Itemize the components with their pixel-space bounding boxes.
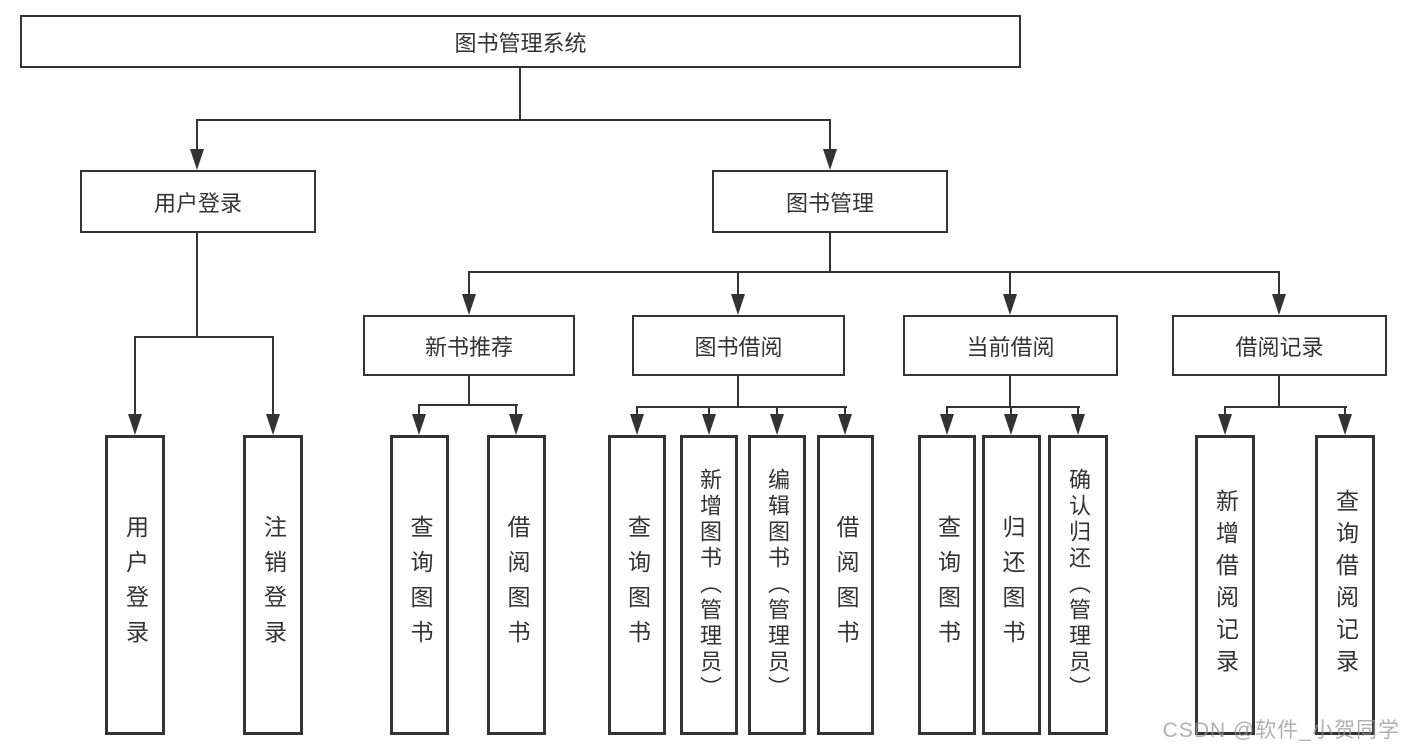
- leaf-add-borrow-record: 新增借阅记录: [1195, 435, 1255, 735]
- connector-stem: [1077, 406, 1079, 416]
- arrowhead-down-icon: [630, 414, 644, 435]
- arrowhead-down-icon: [1218, 414, 1232, 435]
- connector-stem: [844, 406, 846, 416]
- connector-vline: [1009, 374, 1011, 407]
- node-new-book-recommendation: 新书推荐: [363, 315, 575, 376]
- connector-hline: [1224, 406, 1347, 408]
- arrowhead-down-icon: [1003, 294, 1017, 315]
- connector-stem: [1224, 406, 1226, 416]
- connector-vline: [1278, 374, 1280, 407]
- leaf-query-books-current: 查询图书: [918, 435, 976, 735]
- leaf-label: 借阅图书: [833, 515, 859, 655]
- connector-stem: [636, 406, 638, 416]
- arrowhead-down-icon: [1338, 414, 1352, 435]
- connector-stem: [1344, 406, 1346, 416]
- leaf-label: 编辑图书（管理员）: [765, 468, 790, 702]
- connector-stem: [737, 271, 739, 296]
- connector-vline: [468, 374, 470, 405]
- connector-hline: [468, 271, 1280, 273]
- connector-hline: [134, 336, 274, 338]
- connector-stem: [946, 406, 948, 416]
- leaf-logout: 注销登录: [243, 435, 303, 735]
- connector-stem: [418, 404, 420, 416]
- connector-hline: [196, 119, 831, 121]
- connector-stem: [708, 406, 710, 416]
- leaf-label: 归还图书: [999, 515, 1025, 655]
- arrowhead-down-icon: [1004, 414, 1018, 435]
- arrowhead-down-icon: [128, 414, 142, 435]
- connector-stem: [468, 271, 470, 296]
- arrowhead-down-icon: [823, 149, 837, 170]
- node-label: 图书管理系统: [454, 30, 587, 56]
- node-label: 借阅记录: [1235, 334, 1324, 360]
- connector-vline: [519, 67, 521, 120]
- node-borrowing-records: 借阅记录: [1172, 315, 1387, 376]
- arrowhead-down-icon: [1272, 294, 1286, 315]
- node-book-management: 图书管理: [712, 170, 948, 233]
- leaf-user-login: 用户登录: [105, 435, 165, 735]
- connector-stem: [776, 406, 778, 416]
- node-label: 图书借阅: [694, 334, 783, 360]
- leaf-label: 确认归还（管理员）: [1066, 468, 1091, 702]
- connector-hline: [636, 406, 847, 408]
- leaf-label: 新增借阅记录: [1212, 489, 1239, 681]
- node-library-management-system: 图书管理系统: [20, 15, 1021, 68]
- connector-vline: [829, 231, 831, 272]
- connector-stem: [196, 119, 198, 153]
- arrowhead-down-icon: [702, 414, 716, 435]
- node-book-borrowing: 图书借阅: [632, 315, 845, 376]
- connector-stem: [1278, 271, 1280, 296]
- connector-hline: [946, 406, 1080, 408]
- arrowhead-down-icon: [731, 294, 745, 315]
- connector-stem: [829, 119, 831, 153]
- leaf-label: 注销登录: [260, 515, 287, 655]
- leaf-borrow-books: 借阅图书: [817, 435, 874, 735]
- arrowhead-down-icon: [412, 414, 426, 435]
- leaf-label: 查询图书: [934, 515, 961, 655]
- connector-stem: [1010, 406, 1012, 416]
- leaf-query-books-borrowing: 查询图书: [608, 435, 666, 735]
- leaf-edit-books-admin: 编辑图书（管理员）: [748, 435, 806, 735]
- leaf-label: 查询借阅记录: [1332, 489, 1359, 681]
- arrowhead-down-icon: [770, 414, 784, 435]
- connector-vline: [737, 374, 739, 407]
- arrowhead-down-icon: [838, 414, 852, 435]
- leaf-label: 用户登录: [122, 515, 149, 655]
- arrowhead-down-icon: [940, 414, 954, 435]
- leaf-add-books-admin: 新增图书（管理员）: [680, 435, 738, 735]
- leaf-return-books: 归还图书: [982, 435, 1041, 735]
- connector-vline: [196, 231, 198, 337]
- leaf-label: 借阅图书: [504, 515, 530, 655]
- leaf-confirm-return-admin: 确认归还（管理员）: [1048, 435, 1108, 735]
- connector-stem: [1009, 271, 1011, 296]
- node-current-borrowing: 当前借阅: [903, 315, 1118, 376]
- leaf-label: 查询图书: [624, 515, 651, 655]
- node-user-login: 用户登录: [80, 170, 316, 233]
- node-label: 用户登录: [153, 190, 242, 216]
- node-label: 当前借阅: [966, 334, 1055, 360]
- leaf-label: 新增图书（管理员）: [697, 468, 722, 702]
- arrowhead-down-icon: [190, 149, 204, 170]
- leaf-query-borrow-record: 查询借阅记录: [1315, 435, 1375, 735]
- leaf-label: 查询图书: [407, 515, 433, 655]
- leaf-borrow-books-recommend: 借阅图书: [487, 435, 546, 735]
- connector-stem: [515, 404, 517, 416]
- node-label: 新书推荐: [424, 334, 513, 360]
- arrowhead-down-icon: [509, 414, 523, 435]
- node-label: 图书管理: [785, 190, 874, 216]
- arrowhead-down-icon: [1071, 414, 1085, 435]
- leaf-query-books-recommend: 查询图书: [390, 435, 449, 735]
- arrowhead-down-icon: [266, 414, 280, 435]
- arrowhead-down-icon: [462, 294, 476, 315]
- connector-hline: [418, 404, 518, 406]
- csdn-watermark: CSDN @软件_小贺同学: [1162, 719, 1400, 742]
- connector-stem: [134, 336, 136, 415]
- connector-stem: [272, 336, 274, 415]
